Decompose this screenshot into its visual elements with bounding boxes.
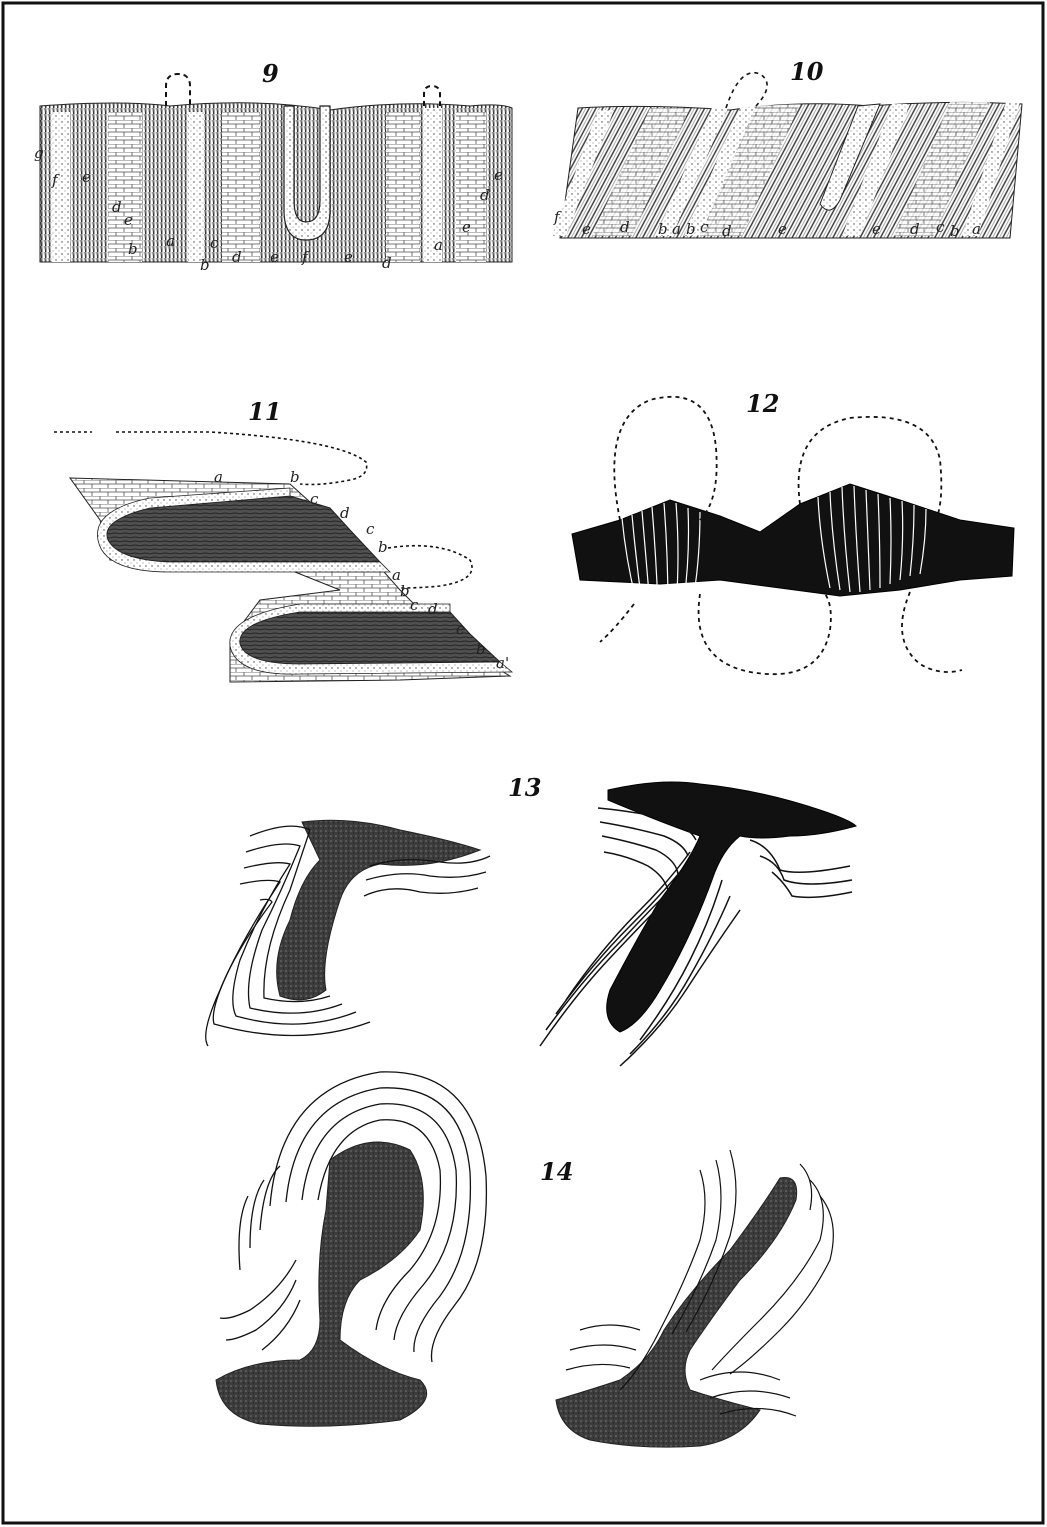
figure-11: 11 a b c d c b a b c d c b a' (54, 397, 512, 682)
bed-label: d (620, 218, 630, 236)
figure-9-eroded-anticline (166, 74, 190, 106)
bed-label: e (82, 168, 91, 186)
bed-label: b (476, 640, 486, 658)
bed-label: d (382, 254, 392, 272)
figure-10: 10 f e d b a b c d e e d c b a (552, 57, 1022, 240)
bed-label: d (428, 600, 438, 618)
figure-9-number: 9 (262, 59, 279, 88)
bed-label: a (166, 232, 175, 250)
bed-label: b (128, 240, 138, 258)
bed-label: e (582, 220, 591, 238)
bed-label: b (658, 220, 668, 238)
bed-label: e (462, 218, 471, 236)
bed-label: b (200, 256, 210, 274)
figure-14-left-fold (216, 1072, 486, 1426)
bed-label: c (456, 620, 465, 638)
bed-label: e (344, 248, 353, 266)
bed-label: d (480, 186, 490, 204)
bed-label: e (494, 166, 503, 184)
figure-12-number: 12 (746, 389, 779, 418)
bed-label: e (270, 248, 279, 266)
bed-label: b (950, 222, 960, 240)
bed-label: d (910, 220, 920, 238)
figure-11-eroded-fold-top (54, 432, 367, 485)
figure-9-limestone-band (222, 112, 260, 262)
bed-label: a' (496, 654, 509, 672)
figure-10-number: 10 (790, 57, 824, 86)
figure-10-eroded-anticline (726, 73, 767, 108)
figure-12-projected-syncline (902, 592, 962, 672)
figure-12-projected-syncline (600, 604, 634, 642)
bed-label: c (310, 490, 319, 508)
bed-label: c (410, 596, 419, 614)
bed-label: d (722, 222, 732, 240)
figure-12: 12 (572, 389, 1014, 674)
figure-12-projected-syncline (699, 588, 831, 674)
bed-label: c (210, 234, 219, 252)
bed-label: c (700, 218, 709, 236)
bed-label: e (124, 211, 133, 229)
figure-13-number: 13 (508, 773, 541, 802)
bed-label: a (214, 468, 223, 486)
figure-9-limestone-band (386, 112, 420, 262)
figure-14-number: 14 (540, 1157, 573, 1186)
bed-label: b (400, 582, 410, 600)
figure-13: 13 (206, 773, 856, 1066)
bed-label: b (686, 220, 696, 238)
bed-label: c (936, 218, 945, 236)
bed-label: b (290, 468, 300, 486)
bed-label: g (34, 144, 44, 162)
bed-label: d (340, 504, 350, 522)
figure-11-number: 11 (248, 397, 281, 426)
figure-14: 14 (216, 1072, 833, 1447)
bed-label: c (366, 520, 375, 538)
bed-label: b (378, 538, 388, 556)
figure-13-right-fold (540, 782, 856, 1066)
figure-13-left-fold (206, 820, 490, 1046)
bed-label: d (232, 248, 242, 266)
figure-9-sandstone-bed (188, 112, 204, 262)
bed-label: a (672, 220, 681, 238)
bed-label: e (872, 220, 881, 238)
figure-9: 9 g f e d e b a b c d e f e d a e d (34, 59, 512, 274)
bed-label: d (112, 198, 122, 216)
bed-label: a (972, 220, 981, 238)
bed-label: e (778, 220, 787, 238)
bed-label: a (434, 236, 443, 254)
figure-14-right-fold (556, 1150, 833, 1447)
figure-9-eroded-anticline (424, 86, 440, 106)
